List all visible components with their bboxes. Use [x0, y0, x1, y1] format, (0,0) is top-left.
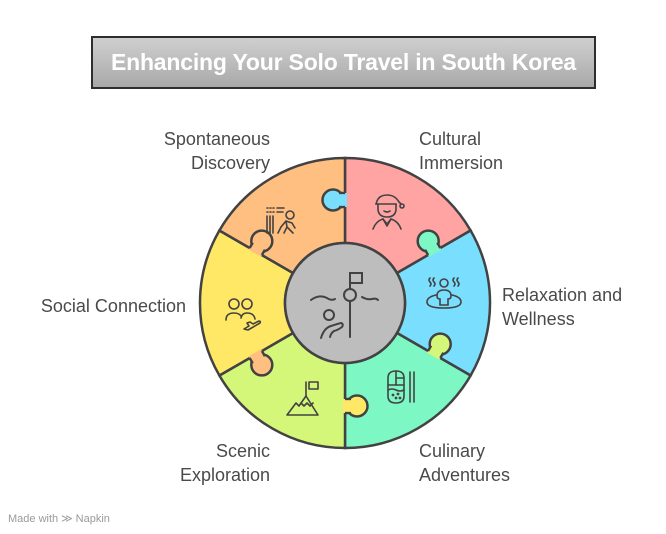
puzzle-tab-fill: [337, 194, 345, 206]
hanbok-person-icon: [372, 194, 405, 230]
puzzle-tab-edge: [248, 242, 254, 249]
label-line: Discovery: [190, 153, 270, 173]
label-line: Scenic: [215, 441, 270, 461]
diagram-title: Enhancing Your Solo Travel in South Kore…: [110, 49, 577, 75]
label-line: Culinary: [419, 441, 486, 461]
puzzle-tab-fill: [429, 344, 444, 357]
napkin-brand-text: Napkin: [75, 512, 110, 525]
made-with-footer: Made with ≫ Napkin: [8, 512, 110, 526]
label-spontaneous-discovery: Spontaneous Discovery: [120, 127, 270, 175]
mountain-flag-icon: [286, 381, 319, 416]
label-social-connection: Social Connection: [20, 294, 186, 318]
label-relaxation-wellness: Relaxation and Wellness: [502, 283, 662, 331]
label-line: Exploration: [179, 465, 270, 485]
label-line: Adventures: [419, 465, 511, 485]
walking-person-icon: [266, 207, 296, 234]
puzzle-tab-fill: [345, 400, 353, 412]
puzzle-tab-edge: [439, 352, 445, 359]
label-cultural-immersion: Cultural Immersion: [419, 127, 569, 175]
center-hub: [283, 241, 407, 365]
puzzle-pieces: [198, 156, 492, 450]
label-line: Immersion: [419, 153, 504, 173]
puzzle-tab-edge: [424, 249, 430, 256]
puzzle-tab-edge: [248, 357, 254, 364]
label-line: Cultural: [419, 129, 482, 149]
label-scenic-exploration: Scenic Exploration: [120, 439, 270, 487]
puzzle-tab-edge: [436, 242, 442, 249]
title-banner: Enhancing Your Solo Travel in South Kore…: [91, 36, 596, 89]
puzzle-tab-fill: [251, 241, 265, 254]
label-culinary-adventures: Culinary Adventures: [419, 439, 569, 487]
puzzle-tab-edge: [427, 345, 433, 352]
solo-traveler-flag-icon: [310, 272, 379, 339]
made-with-text: Made with: [8, 512, 59, 525]
hot-spring-person-icon: [426, 277, 462, 309]
label-line: Wellness: [502, 309, 575, 329]
puzzle-tab-fill: [251, 352, 265, 365]
napkin-logo-icon: ≫: [61, 513, 73, 525]
puzzle-tab-edge: [260, 249, 266, 256]
bibimbap-chopsticks-icon: [387, 370, 415, 404]
label-line: Relaxation and: [502, 285, 623, 305]
puzzle-tab-edge: [260, 350, 266, 357]
puzzle-tab-fill: [425, 241, 439, 254]
label-line: Spontaneous: [163, 129, 270, 149]
label-line: Social Connection: [40, 296, 186, 316]
people-airplane-icon: [225, 298, 262, 331]
